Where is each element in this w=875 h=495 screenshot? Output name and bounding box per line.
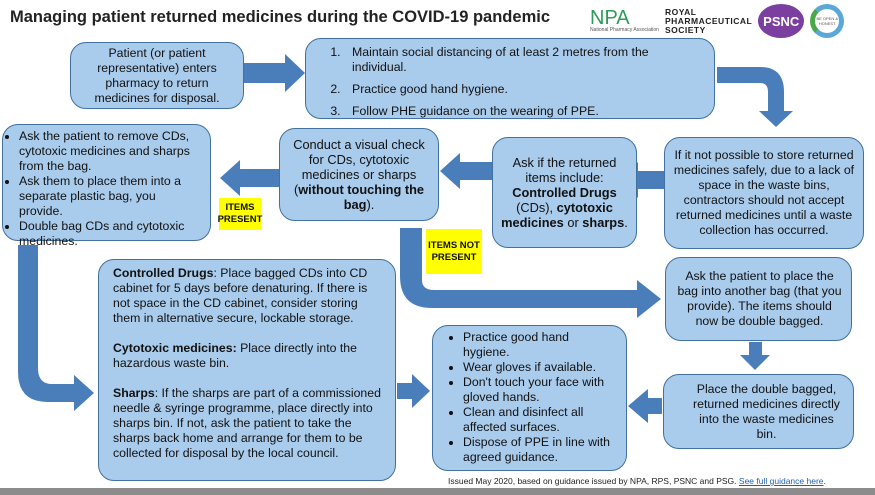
items-present-label: ITEMS PRESENT: [218, 198, 262, 230]
cytotoxic-instructions: Cytotoxic medicines: Place directly into…: [113, 341, 357, 370]
visual-end: ).: [366, 197, 375, 212]
remove-item: Ask the patient to remove CDs, cytotoxic…: [19, 129, 202, 174]
visual-text: Conduct a visual check for CDs, cytotoxi…: [293, 137, 425, 197]
arrow-patient-to-steps: [243, 54, 305, 92]
step-item: Maintain social distancing of at least 2…: [344, 45, 706, 75]
arrow-ask-to-visual: [440, 153, 492, 189]
ask-or: or: [567, 215, 579, 230]
double-bag-text: Ask the patient to place the bag into an…: [677, 269, 842, 328]
ask-cyto: cytotoxic medicines: [501, 200, 613, 230]
arrow-bin-to-hygiene: [628, 389, 662, 423]
step-item: Practice good hand hygiene.: [344, 82, 706, 97]
storage-box: If it not possible to store returned med…: [664, 137, 864, 249]
patient-arrival-box: Patient (or patient representative) ente…: [70, 42, 244, 109]
arrow-steps-to-storage: [717, 67, 793, 127]
remove-item: Ask them to place them into a separate p…: [19, 174, 202, 219]
footer-text: Issued May 2020, based on guidance issue…: [448, 476, 739, 486]
hygiene-item: Practice good hand hygiene.: [463, 330, 618, 360]
bottom-bar: [0, 488, 875, 495]
hygiene-item: Dispose of PPE in line with agreed guida…: [463, 435, 618, 465]
ask-items-box: Ask if the returned items include: Contr…: [492, 137, 637, 248]
visual-check-box: Conduct a visual check for CDs, cytotoxi…: [279, 128, 439, 221]
storage-text: If it not possible to store returned med…: [673, 148, 855, 237]
sharps-instructions: Sharps: If the sharps are part of a comm…: [113, 386, 381, 460]
patient-arrival-text: Patient (or patient representative) ente…: [94, 45, 220, 105]
cd-instructions: Controlled Drugs: Place bagged CDs into …: [113, 266, 368, 325]
footer: Issued May 2020, based on guidance issue…: [448, 476, 826, 486]
remove-items-box: Ask the patient to remove CDs, cytotoxic…: [2, 124, 211, 248]
disposal-box: Controlled Drugs: Place bagged CDs into …: [98, 259, 396, 481]
double-bag-box: Ask the patient to place the bag into an…: [665, 257, 852, 341]
arrow-visual-to-remove: [220, 160, 279, 196]
items-not-present-label: ITEMS NOT PRESENT: [426, 229, 482, 274]
waste-bin-text: Place the double bagged, returned medici…: [693, 381, 840, 441]
arrow-remove-to-disposal: [18, 245, 94, 411]
safety-steps-box: Maintain social distancing of at least 2…: [305, 38, 715, 119]
page-title: Managing patient returned medicines duri…: [10, 8, 550, 26]
ask-end: .: [624, 215, 628, 230]
ask-mid: (CDs),: [516, 200, 554, 215]
arrow-visual-to-double-bag: [400, 228, 661, 318]
step-item: Follow PHE guidance on the wearing of PP…: [344, 104, 706, 119]
ask-text: Ask if the returned items include:: [512, 155, 617, 185]
arrow-disposal-to-hygiene: [397, 374, 430, 408]
hygiene-box: Practice good hand hygiene. Wear gloves …: [432, 325, 627, 471]
ask-cd: Controlled Drugs: [512, 185, 617, 200]
full-guidance-link[interactable]: See full guidance here: [738, 476, 824, 486]
remove-item: Double bag CDs and cytotoxic medicines.: [19, 219, 202, 249]
visual-bold: without touching the bag: [298, 182, 425, 212]
psnc-logo: PSNC: [758, 4, 805, 38]
hygiene-item: Clean and disinfect all affected surface…: [463, 405, 618, 435]
hygiene-item: Don't touch your face with gloved hands.: [463, 375, 618, 405]
psg-logo: BE OPEN & HONEST: [810, 4, 845, 38]
hygiene-item: Wear gloves if available.: [463, 360, 618, 375]
waste-bin-box: Place the double bagged, returned medici…: [663, 374, 854, 449]
ask-sharps: sharps: [582, 215, 625, 230]
arrow-double-bag-to-bin: [740, 342, 770, 370]
